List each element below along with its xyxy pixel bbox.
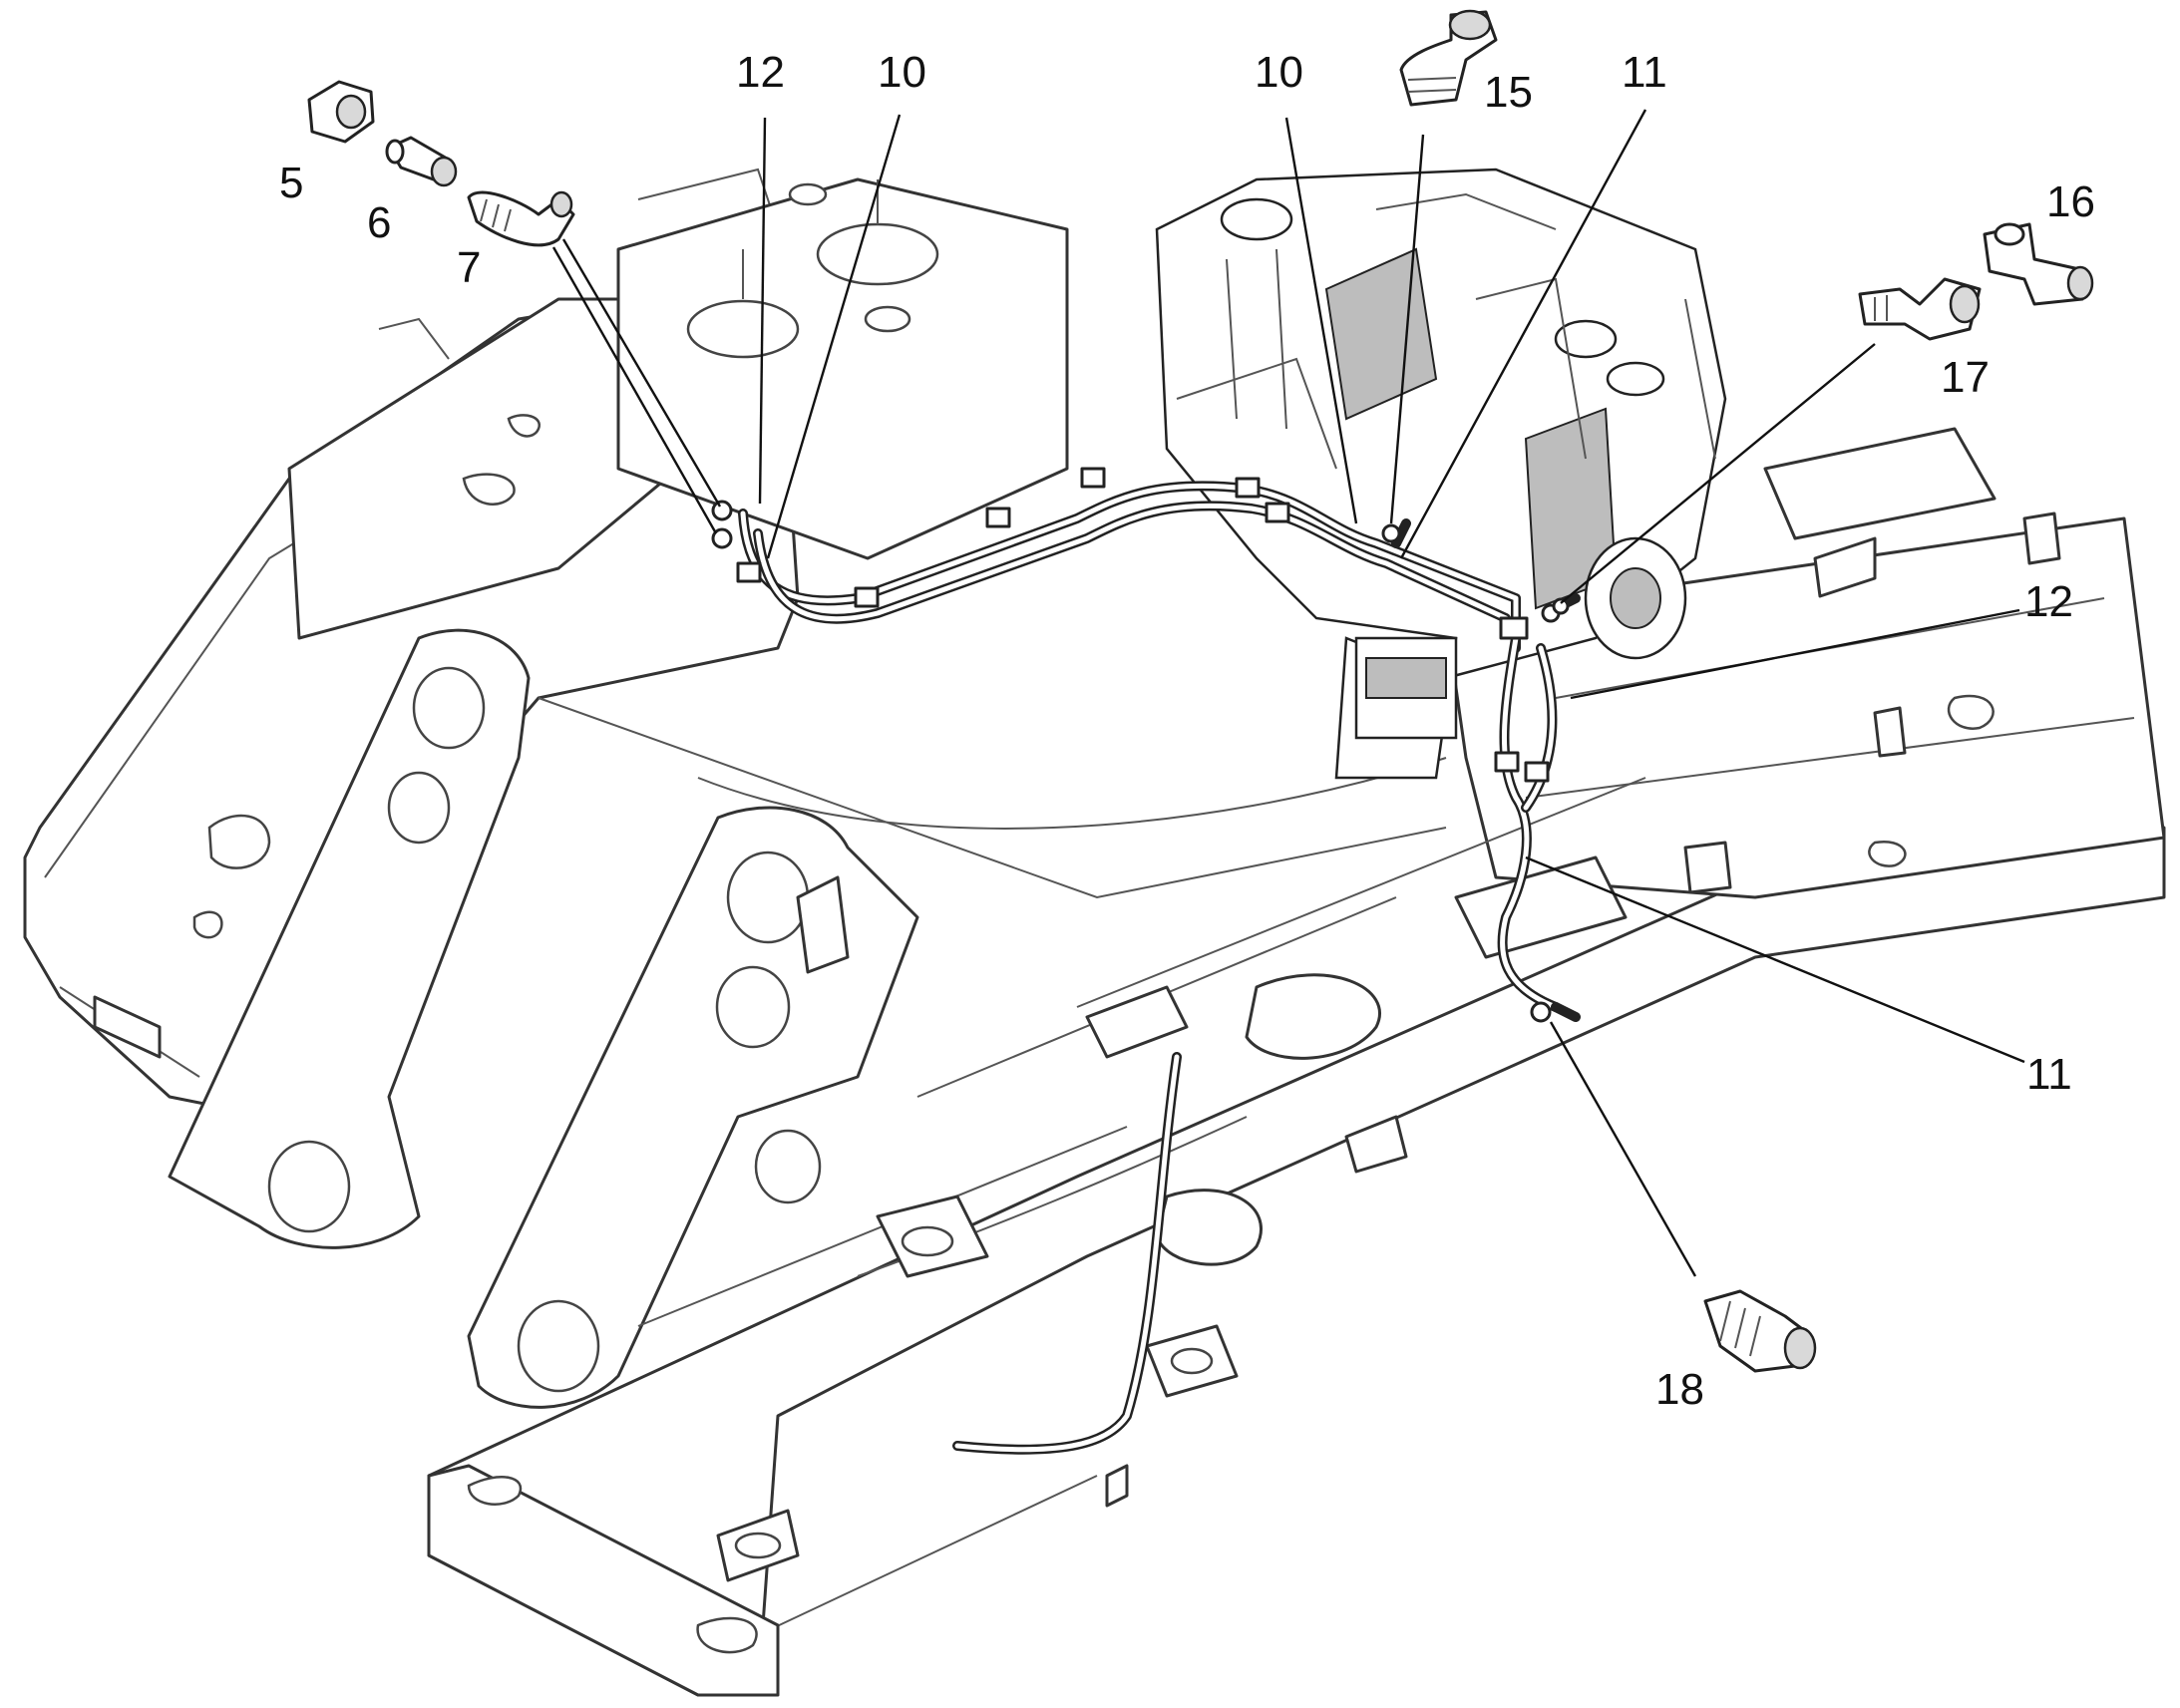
callout-12-right: 12 (2024, 577, 2073, 626)
callout-11-top: 11 (1622, 48, 1667, 97)
elbow-fitting-part (467, 190, 575, 247)
tee-fitting-part (1983, 222, 2094, 306)
callout-labels: 5 6 7 12 10 10 15 11 16 17 12 11 18 (279, 48, 2095, 1414)
hex-nut-part (307, 80, 375, 144)
callout-5: 5 (279, 159, 303, 207)
callout-10-left: 10 (878, 48, 926, 97)
fittings (307, 9, 2094, 1373)
elbow-fitting-15-part (1399, 9, 1498, 107)
callout-11-bottom: 11 (2026, 1050, 2072, 1099)
engine-assembly (1155, 168, 1877, 780)
adapter-part (385, 136, 458, 187)
fuel-hoses (736, 467, 1581, 1455)
bulkhead-fitting-part (1703, 1289, 1817, 1373)
frame-front-plate (427, 1464, 780, 1697)
callout-16: 16 (2046, 177, 2095, 226)
callout-10-right: 10 (1255, 48, 1303, 97)
leader-lines (551, 109, 2025, 1277)
callout-15: 15 (1484, 68, 1533, 117)
callout-18: 18 (1655, 1365, 1704, 1414)
callout-17: 17 (1941, 353, 1990, 402)
callout-7: 7 (457, 243, 481, 292)
callout-6: 6 (367, 198, 391, 247)
filter-housing (616, 177, 1069, 560)
elbow-fitting-17-part (1858, 277, 1982, 341)
callout-12-top: 12 (736, 48, 785, 97)
machine-frame (23, 168, 2166, 1697)
